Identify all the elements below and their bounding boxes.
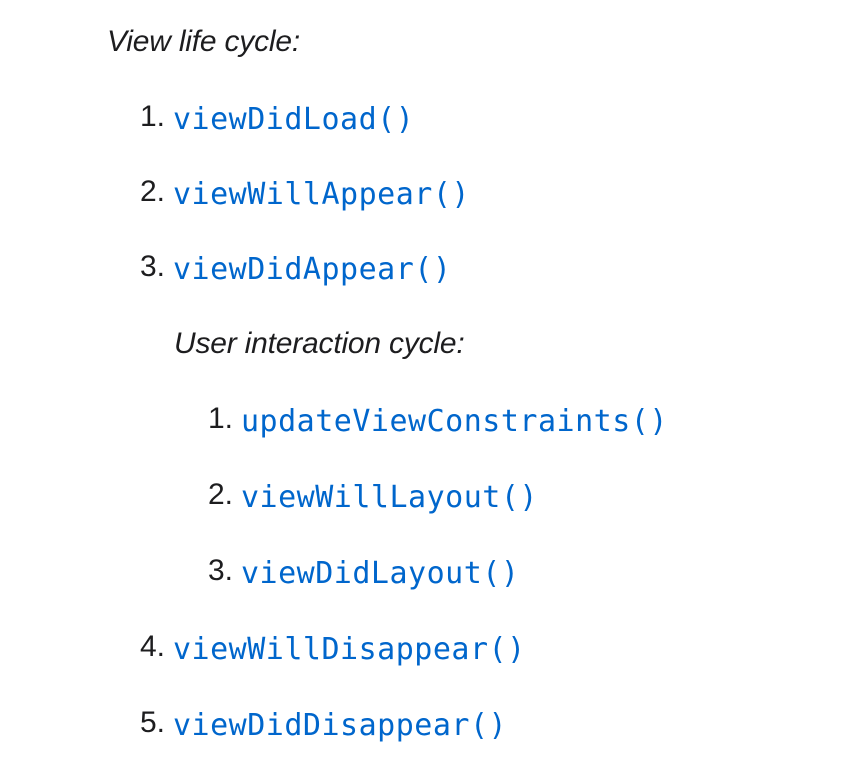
list-number: 4.: [139, 630, 165, 663]
list-number: 3.: [207, 554, 233, 587]
list-number: 5.: [139, 706, 165, 739]
list-number: 1.: [207, 402, 233, 435]
viewwillappear-link[interactable]: viewWillAppear(): [173, 177, 470, 212]
list-number: 3.: [139, 250, 165, 283]
viewwilldisappear-link[interactable]: viewWillDisappear(): [173, 632, 526, 667]
updateviewconstraints-link[interactable]: updateViewConstraints(): [241, 404, 668, 439]
list-number: 1.: [139, 100, 165, 133]
view-life-cycle-heading: View life cycle:: [107, 25, 300, 58]
list-number: 2.: [139, 175, 165, 208]
user-interaction-cycle-heading: User interaction cycle:: [174, 327, 465, 360]
viewdidload-link[interactable]: viewDidLoad(): [173, 102, 415, 137]
list-number: 2.: [207, 478, 233, 511]
viewdidappear-link[interactable]: viewDidAppear(): [173, 252, 452, 287]
viewdiddisappear-link[interactable]: viewDidDisappear(): [173, 708, 508, 743]
viewwilllayout-link[interactable]: viewWillLayout(): [241, 480, 538, 515]
viewdidlayout-link[interactable]: viewDidLayout(): [241, 556, 520, 591]
